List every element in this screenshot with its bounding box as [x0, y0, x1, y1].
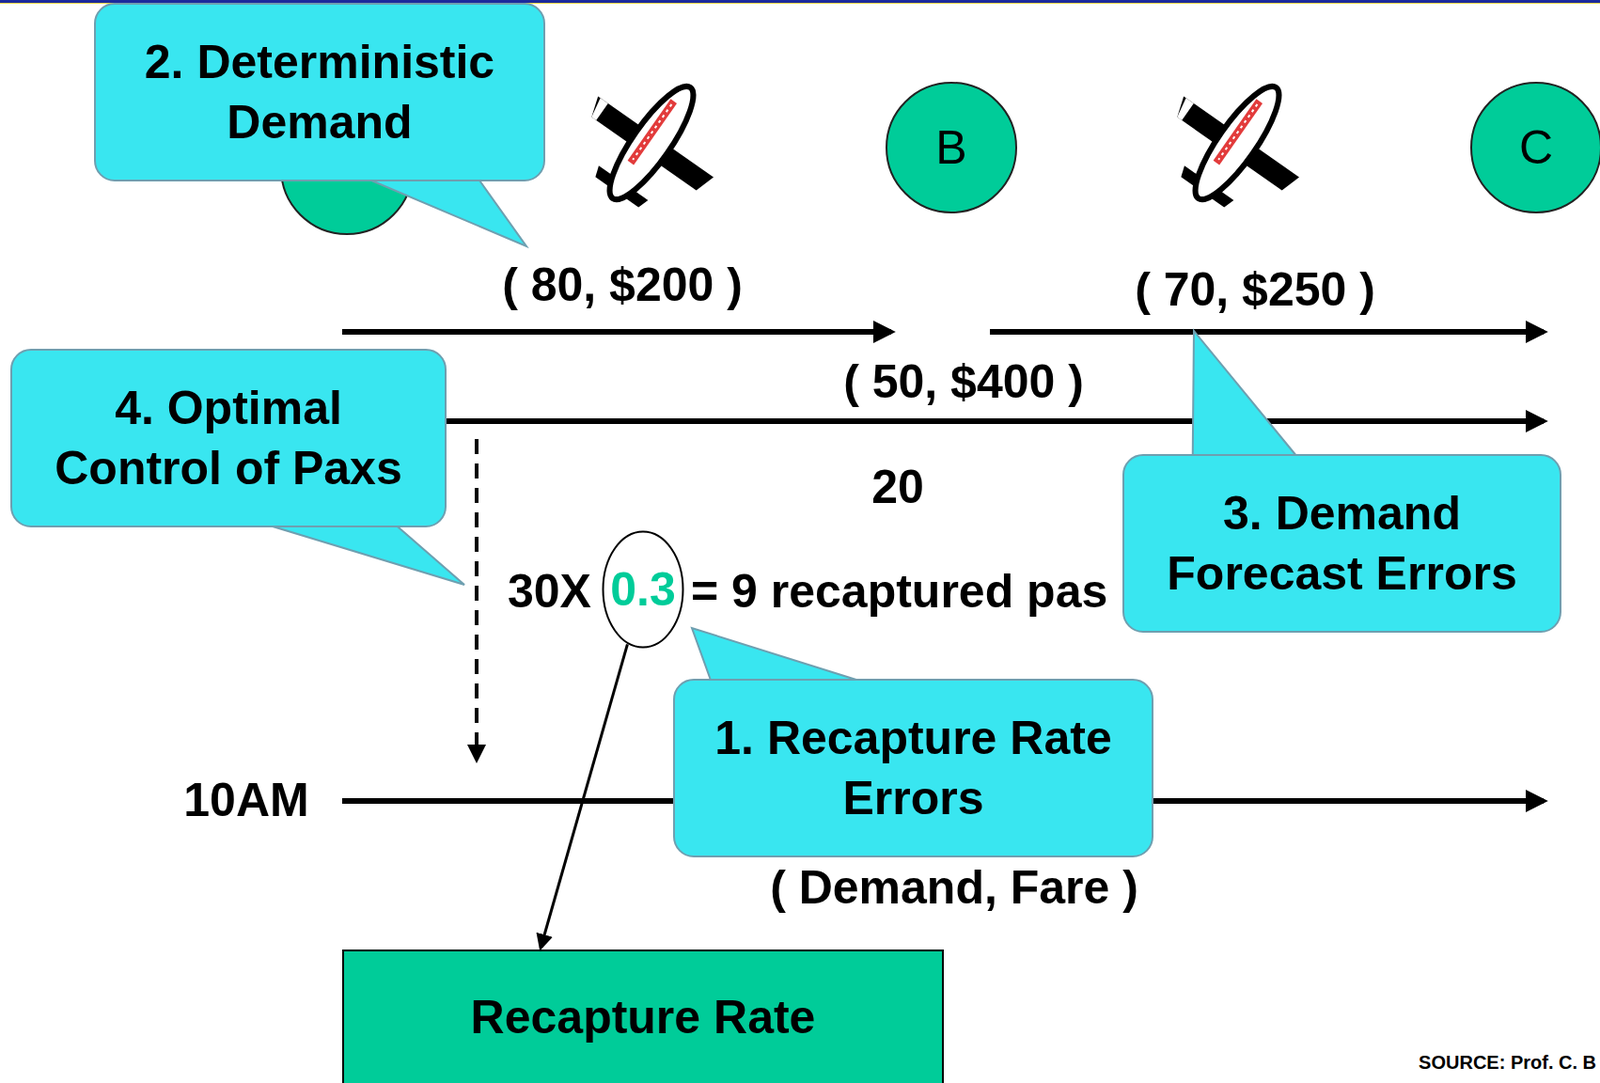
callout-tail	[263, 523, 465, 585]
spill-arrow	[474, 439, 479, 760]
recapture-ellipse: 0.3	[601, 530, 685, 649]
recapture-rate-box: Recapture Rate	[342, 949, 944, 1083]
callout-tail	[691, 627, 865, 683]
callout-text: 4. Optimal Control of Paxs	[27, 377, 430, 499]
callout-text: 1. Recapture Rate Errors	[690, 707, 1137, 829]
flight-label: 10AM	[183, 773, 309, 829]
callout-tail	[364, 177, 527, 247]
callout-text: 2. Deterministic Demand	[110, 31, 529, 153]
callout-box: 2. Deterministic Demand	[94, 2, 546, 182]
node-text: 0.3	[610, 562, 676, 617]
callout-box: 4. Optimal Control of Paxs	[10, 348, 447, 528]
callout-tail	[1192, 330, 1299, 458]
plane-icon	[1140, 47, 1334, 239]
node-text: Recapture Rate	[470, 989, 816, 1045]
flight-arrow	[357, 418, 1544, 424]
flight-label: 20	[871, 460, 925, 516]
flight-label: ( 50, $400 )	[843, 355, 1084, 410]
airport-circle: C	[1470, 81, 1600, 214]
callout-tail	[263, 523, 465, 585]
pointer-arrow	[540, 643, 628, 948]
flight-label: = 9 recaptured pas	[690, 564, 1108, 620]
flight-label: ( 80, $200 )	[501, 258, 743, 314]
callout-box: 1. Recapture Rate Errors	[673, 678, 1154, 858]
callout-box: 3. Demand Forecast Errors	[1122, 454, 1562, 633]
flight-label: ( 70, $250 )	[1134, 263, 1376, 318]
callout-tail	[1192, 330, 1299, 458]
callout-tail	[691, 627, 865, 683]
airport-circle: B	[885, 81, 1018, 214]
flight-label: ( Demand, Fare )	[769, 861, 1139, 916]
flight-arrow	[989, 329, 1544, 335]
node-text: C	[1519, 120, 1553, 175]
callout-text: 3. Demand Forecast Errors	[1139, 483, 1545, 604]
node-text: B	[935, 120, 967, 175]
flight-arrow	[342, 329, 892, 335]
callout-tail	[364, 177, 527, 247]
source-note: SOURCE: Prof. C. B	[1418, 1051, 1597, 1074]
plane-icon	[554, 47, 748, 239]
flight-label: 30X	[507, 564, 592, 620]
